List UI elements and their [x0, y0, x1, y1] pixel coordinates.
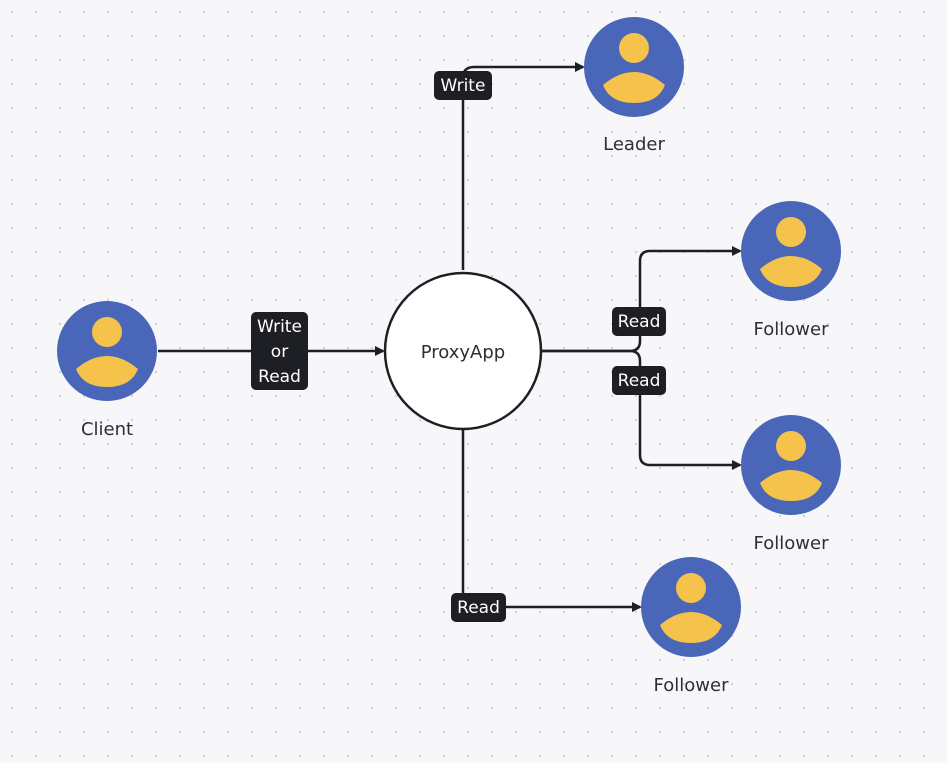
follower-node-2[interactable]: Follower: [741, 415, 841, 554]
edge-label-follower-2: Read: [612, 366, 666, 395]
edge-label-write: Write: [441, 76, 486, 96]
follower-label-2: Follower: [754, 533, 830, 554]
edge-proxy-to-follower-2[interactable]: [541, 349, 742, 470]
follower-node-3[interactable]: Follower: [641, 557, 741, 696]
leader-label: Leader: [603, 134, 665, 155]
edge-label-read-3: Read: [457, 598, 500, 618]
client-label: Client: [81, 419, 133, 440]
edge-proxy-to-follower-3[interactable]: [461, 430, 642, 612]
follower-label-1: Follower: [754, 319, 830, 340]
proxyapp-label: ProxyApp: [421, 342, 505, 363]
user-avatar-icon: [641, 557, 741, 657]
leader-node[interactable]: Leader: [584, 17, 684, 155]
edge-label-follower-3: Read: [451, 593, 506, 622]
edge-label-client-proxy: Write or Read: [251, 312, 308, 390]
edge-label-read-2: Read: [618, 371, 661, 391]
user-avatar-icon: [584, 17, 684, 117]
edge-label-read-1: Read: [618, 312, 661, 332]
user-avatar-icon: [57, 301, 157, 401]
edge-label-line-1: Write: [257, 317, 302, 337]
client-node[interactable]: Client: [57, 301, 157, 440]
proxyapp-node[interactable]: ProxyApp: [383, 271, 543, 431]
edge-label-line-3: Read: [258, 367, 301, 387]
user-avatar-icon: [741, 201, 841, 301]
edge-label-follower-1: Read: [612, 307, 666, 336]
follower-label-3: Follower: [654, 675, 730, 696]
edge-label-line-2: or: [271, 342, 288, 362]
follower-node-1[interactable]: Follower: [741, 201, 841, 340]
user-avatar-icon: [741, 415, 841, 515]
edge-label-leader: Write: [434, 71, 492, 100]
